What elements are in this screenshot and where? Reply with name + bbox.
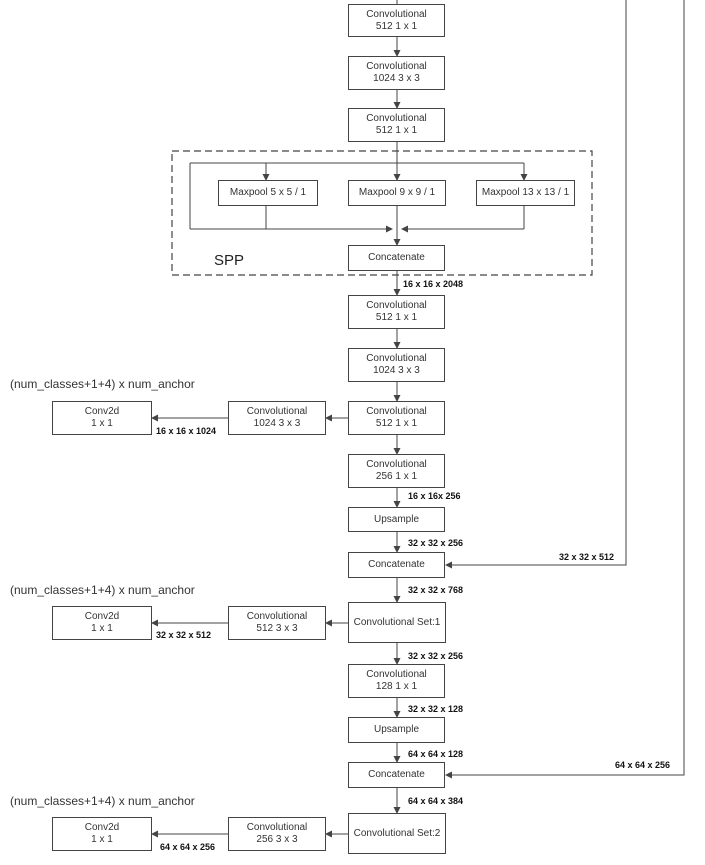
edge-label: 64 x 64 x 384 — [408, 796, 464, 806]
edge-label: 32 x 32 x 128 — [408, 704, 464, 714]
edge-label: 32 x 32 x 512 — [156, 630, 212, 640]
edge-label: 32 x 32 x 256 — [408, 538, 464, 548]
spp-label: SPP — [214, 252, 245, 269]
upsample-2: Upsample — [348, 717, 445, 743]
head-3-title: (num_classes+1+4) x num_anchor — [10, 794, 195, 808]
maxpool-13x13: Maxpool 13 x 13 / 1 — [476, 180, 575, 206]
edge-label: 64 x 64 x 256 — [615, 760, 671, 770]
edge-label: 64 x 64 x 128 — [408, 749, 464, 759]
concatenate-2: Concatenate — [348, 552, 445, 578]
edge-label: 16 x 16 x 2048 — [403, 279, 464, 289]
skip-edge-32x32x512 — [445, 0, 627, 569]
maxpool-5x5: Maxpool 5 x 5 / 1 — [218, 180, 318, 206]
edge-label: 16 x 16x 256 — [408, 491, 461, 501]
maxpool-9x9: Maxpool 9 x 9 / 1 — [348, 180, 446, 206]
head-1-title: (num_classes+1+4) x num_anchor — [10, 377, 195, 391]
edge-label: 32 x 32 x 256 — [408, 651, 464, 661]
convolutional-set-2: Convolutional Set:2 — [348, 813, 446, 854]
concatenate-3: Concatenate — [348, 762, 445, 788]
concatenate-spp: Concatenate — [348, 245, 445, 271]
spp-region — [171, 150, 593, 276]
skip-edge-64x64x256 — [445, 0, 685, 779]
edge-label: 64 x 64 x 256 — [160, 842, 216, 852]
head-2-title: (num_classes+1+4) x num_anchor — [10, 583, 195, 597]
edge-label: 32 x 32 x 768 — [408, 585, 464, 595]
upsample-1: Upsample — [348, 507, 445, 532]
edge-label: 32 x 32 x 512 — [559, 552, 615, 562]
convolutional-set-1: Convolutional Set:1 — [348, 602, 446, 643]
edge-label: 16 x 16 x 1024 — [156, 426, 217, 436]
